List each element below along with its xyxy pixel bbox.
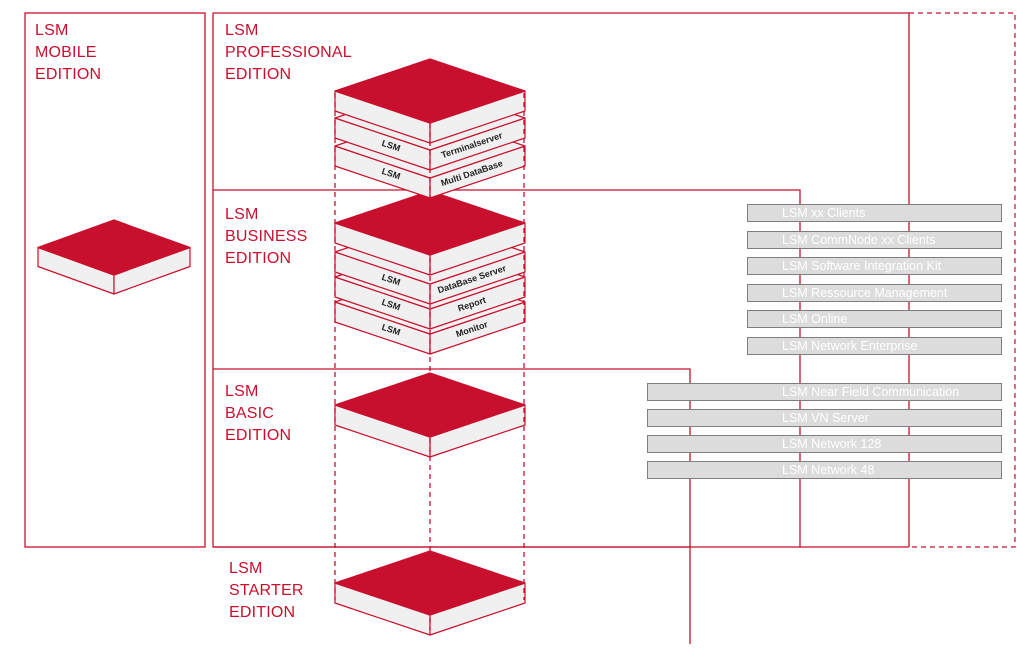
label-line: LSM bbox=[229, 560, 263, 577]
label-line: PROFESSIONAL bbox=[225, 44, 352, 61]
professional-edition-label: LSM PROFESSIONAL EDITION bbox=[225, 20, 352, 86]
mobile-edition-label: LSM MOBILE EDITION bbox=[35, 20, 101, 86]
label-line: EDITION bbox=[225, 66, 292, 83]
feature-ressource-management: LSM Ressource Management bbox=[747, 284, 1002, 302]
label-line: LSM bbox=[225, 383, 259, 400]
label-line: BUSINESS bbox=[225, 228, 308, 245]
basic-edition-label: LSM BASIC EDITION bbox=[225, 381, 291, 447]
basic-edition-frame bbox=[213, 368, 691, 644]
label-line: LSM bbox=[35, 22, 69, 39]
label-line: EDITION bbox=[229, 604, 296, 621]
label-line: BASIC bbox=[225, 405, 275, 422]
extension-dashed-frame bbox=[909, 12, 1016, 548]
label-line: EDITION bbox=[35, 66, 102, 83]
mobile-slab bbox=[37, 219, 191, 295]
feature-xx-clients: LSM xx Clients bbox=[747, 204, 1002, 222]
feature-commnode-clients: LSM CommNode xx Clients bbox=[747, 231, 1002, 249]
feature-network-enterprise: LSM Network Enterprise bbox=[747, 337, 1002, 355]
label-line: STARTER bbox=[229, 582, 304, 599]
mobile-edition-frame bbox=[24, 12, 206, 548]
business-edition-label: LSM BUSINESS EDITION bbox=[225, 204, 308, 270]
feature-network-128: LSM Network 128 bbox=[647, 435, 1002, 453]
label-line: LSM bbox=[225, 22, 259, 39]
starter-edition-label: LSM STARTER EDITION bbox=[229, 558, 304, 624]
label-line: LSM bbox=[225, 206, 259, 223]
label-line: EDITION bbox=[225, 250, 292, 267]
feature-near-field-communication: LSM Near Field Communication bbox=[647, 383, 1002, 401]
business-slab bbox=[334, 190, 526, 276]
feature-vn-server: LSM VN Server bbox=[647, 409, 1002, 427]
feature-software-integration-kit: LSM Software Integration Kit bbox=[747, 257, 1002, 275]
feature-network-48: LSM Network 48 bbox=[647, 461, 1002, 479]
label-line: MOBILE bbox=[35, 44, 97, 61]
feature-online: LSM Online bbox=[747, 310, 1002, 328]
label-line: EDITION bbox=[225, 427, 292, 444]
